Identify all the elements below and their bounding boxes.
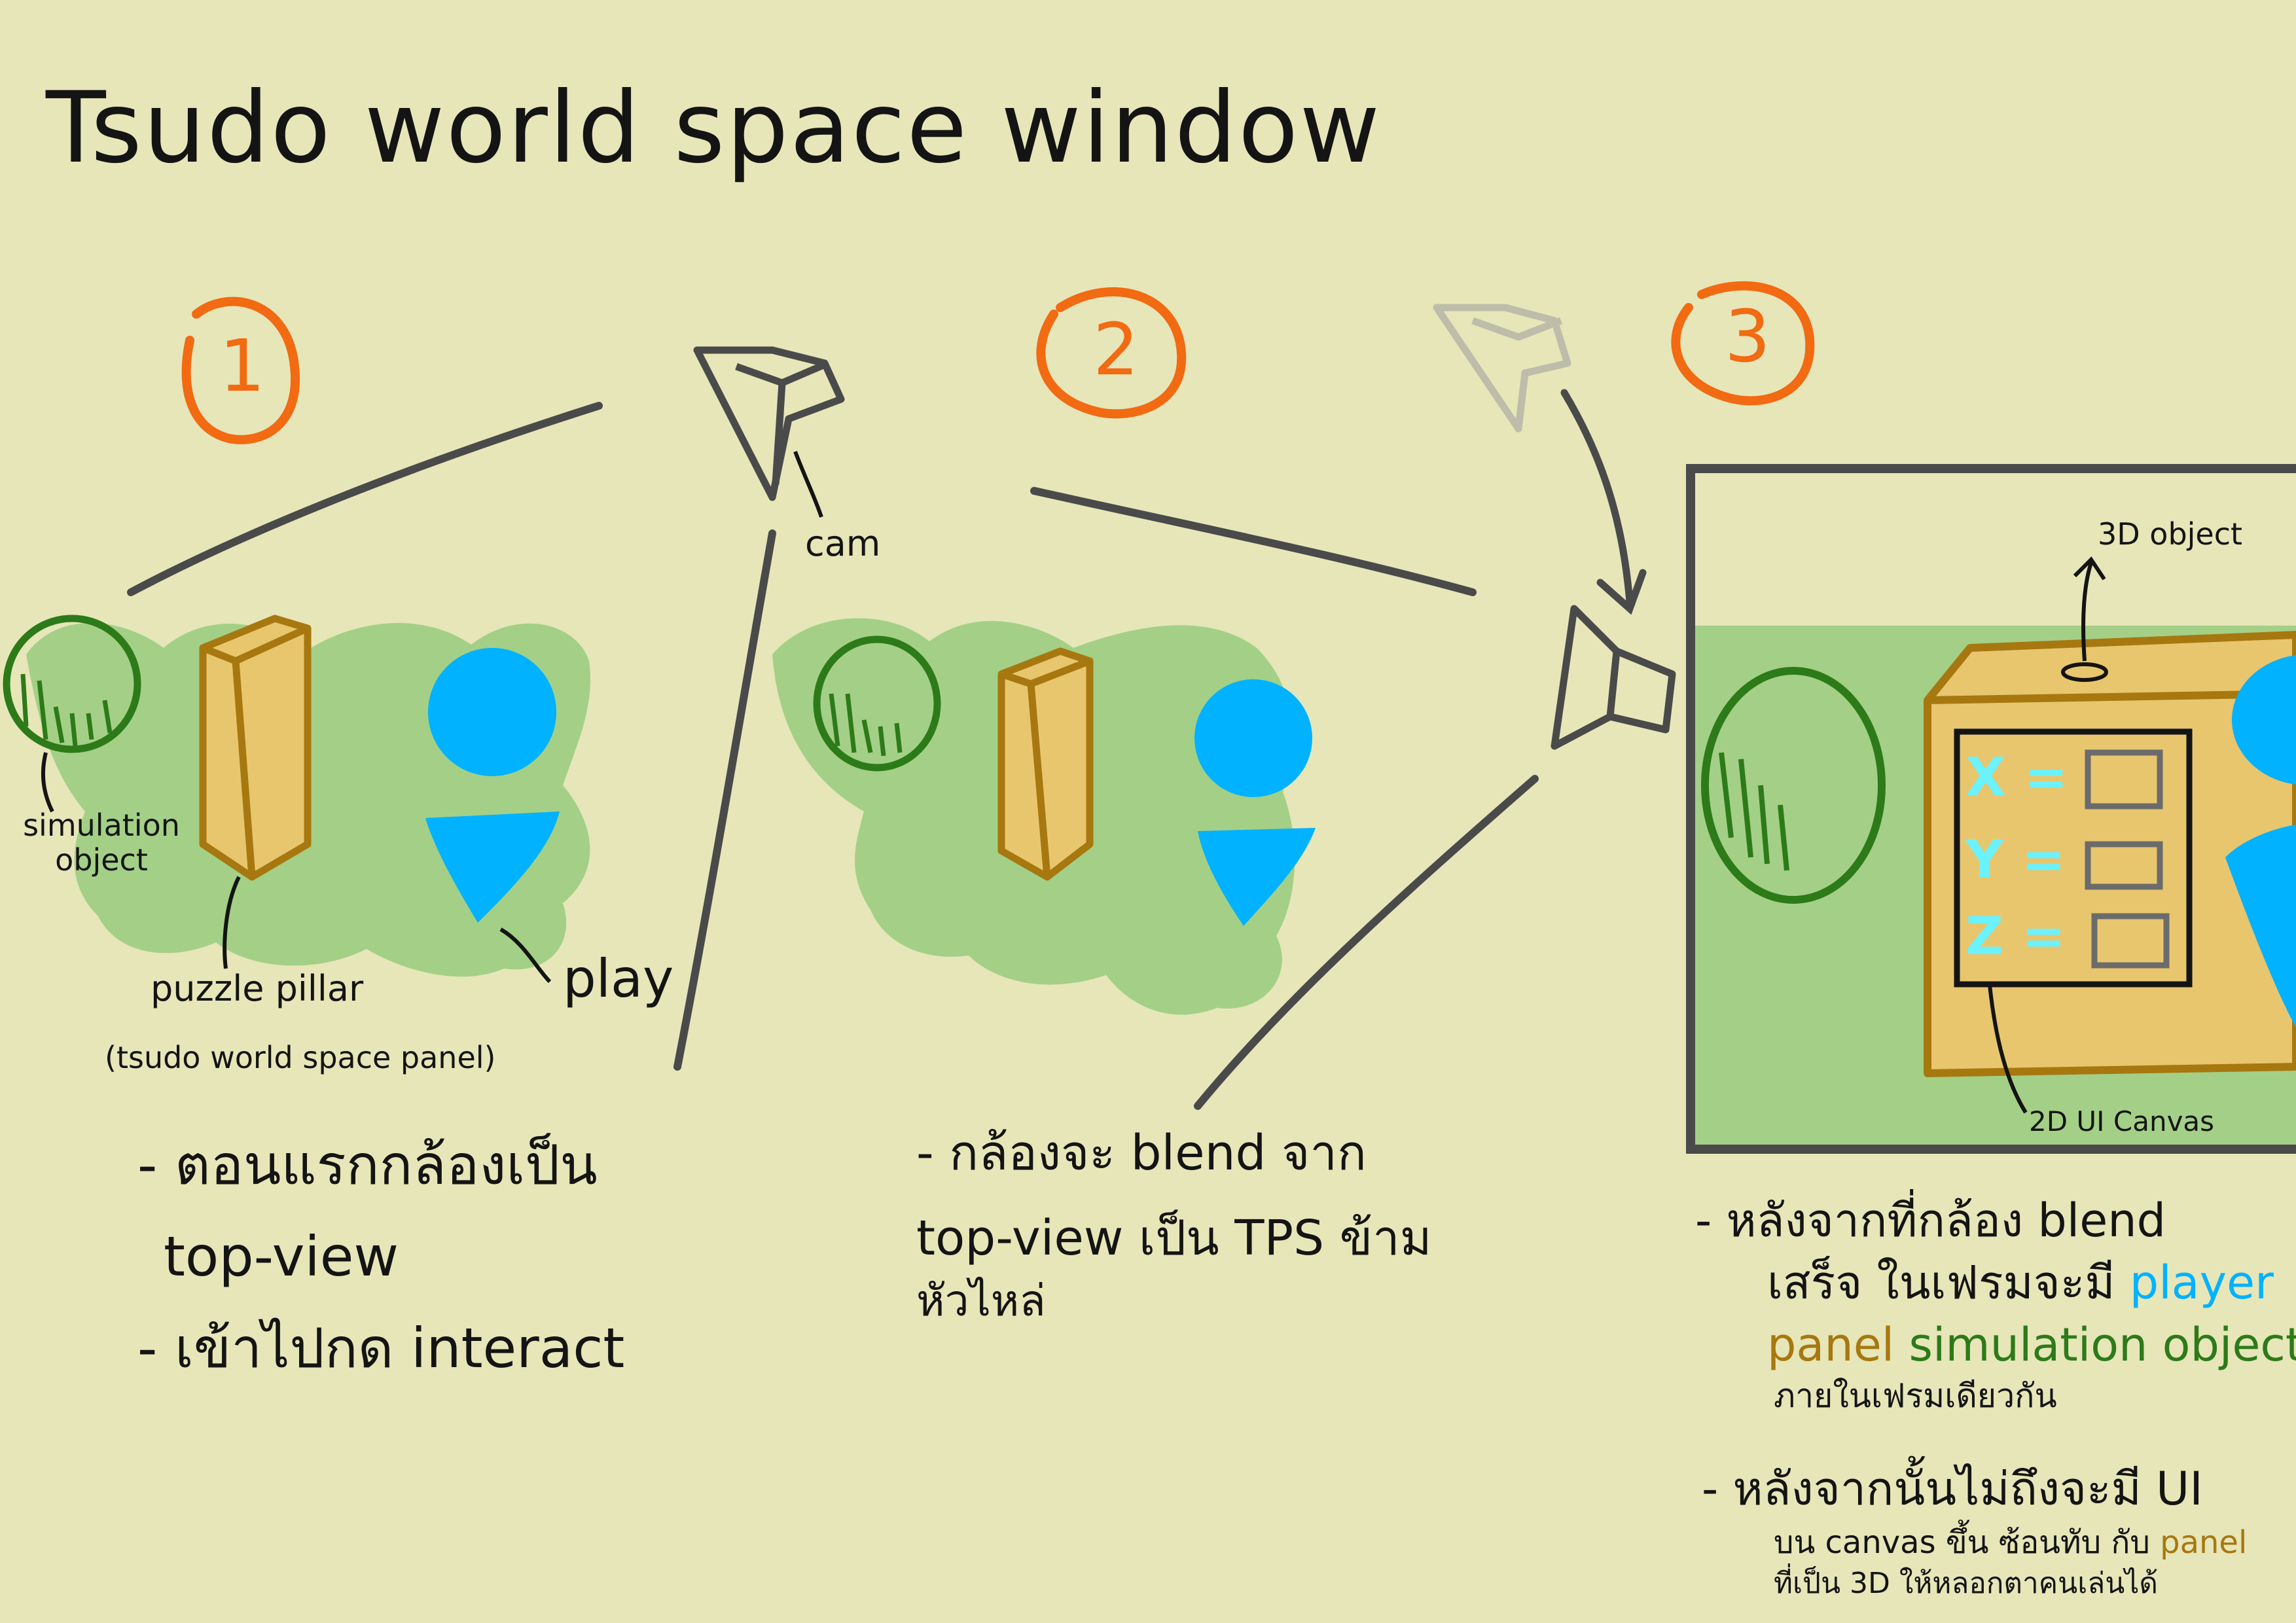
step3-note-b-line2: บน canvas ขึ้น ซ้อนทับ กับ panel [1774,1524,2248,1561]
cam-leader-line [793,450,823,518]
panel-caption-label: (tsudo world space panel) [105,1040,496,1075]
step3-note-a-line1: - หลังจากที่กล้อง blend [1695,1194,2166,1247]
page-title: Tsudo world space window [46,71,1382,185]
step-1-circle [181,296,300,444]
scene-1-leaders [41,752,552,984]
step2-note-line3: หัวไหล่ [916,1275,1046,1326]
step1-note-line1: - ตอนแรกกล้องเป็น [137,1133,598,1197]
step3-note-b-panel: panel [2160,1524,2248,1561]
cam-label: cam [805,523,881,564]
player-label: play [563,948,674,1009]
step-number-1: 1 [219,324,265,408]
player-icon [425,648,560,923]
camera-icon-ghost [1433,304,1571,433]
panel-field-y: Y = [1965,829,2066,890]
step3-note-a-player: player [2129,1256,2274,1310]
step3-note-a-sim: simulation object [1909,1318,2296,1372]
step3-note-a-prefix: เสร็จ ในเฟรมจะมี [1767,1256,2115,1310]
puzzle-pillar [199,615,312,881]
scene-2 [772,618,1316,1015]
scene-1 [3,615,590,984]
scene-3-leaders [1988,556,2106,1114]
player-icon-partial [2225,655,2296,1027]
step-3-circle [1671,281,1815,406]
step-number-3: 3 [1725,294,1770,378]
step3-note-a-panel: panel [1767,1318,1895,1372]
panel-field-x: X = [1965,747,2068,808]
simulation-object-tree [3,615,141,753]
step3-note-b-line3: ที่เป็น 3D ให้หลอกตาคนเล่นได้ [1774,1567,2158,1600]
simulation-object-label: simulation object [23,808,180,878]
step3-note-b-line1: - หลังจากนั้นไม่ถึงจะมี UI [1702,1462,2203,1516]
view-lines [127,402,1539,1110]
simulation-object-tree [1701,667,1886,904]
panel-field-z: Z = [1965,906,2066,967]
step3-note-b-prefix: บน canvas ขึ้น ซ้อนทับ กับ [1774,1524,2150,1561]
step-2-circle [1036,287,1187,419]
camera-move-arrow [1560,389,1647,615]
puzzle-pillar-label: puzzle pillar [151,968,364,1009]
step3-note-a-line3: panel simulation object [1767,1315,2296,1375]
camera-icon-2 [1551,605,1676,750]
ui-canvas-label: 2D UI Canvas [2029,1105,2215,1137]
scene-3-frame [1686,464,2296,1154]
puzzle-pillar [997,647,1094,881]
step2-note-line2: top-view เป็น TPS ข้าม [916,1210,1432,1266]
step1-note-line2: top-view [164,1224,399,1289]
step3-note-a-line4: ภายในเฟรมเดียวกัน [1774,1377,2057,1415]
simulation-object-tree [813,635,941,772]
ui-canvas-panel [1954,728,2193,988]
3d-object-label: 3D object [2098,516,2243,552]
step3-note-a-line2: เสร็จ ในเฟรมจะมี player [1767,1253,2274,1313]
player-icon [1194,679,1316,926]
step2-note-line1: - กล้องจะ blend จาก [916,1125,1367,1181]
step-number-2: 2 [1093,308,1139,391]
step1-note-line3: - เข้าไปกด interact [137,1316,625,1380]
camera-icon-1 [693,346,845,501]
